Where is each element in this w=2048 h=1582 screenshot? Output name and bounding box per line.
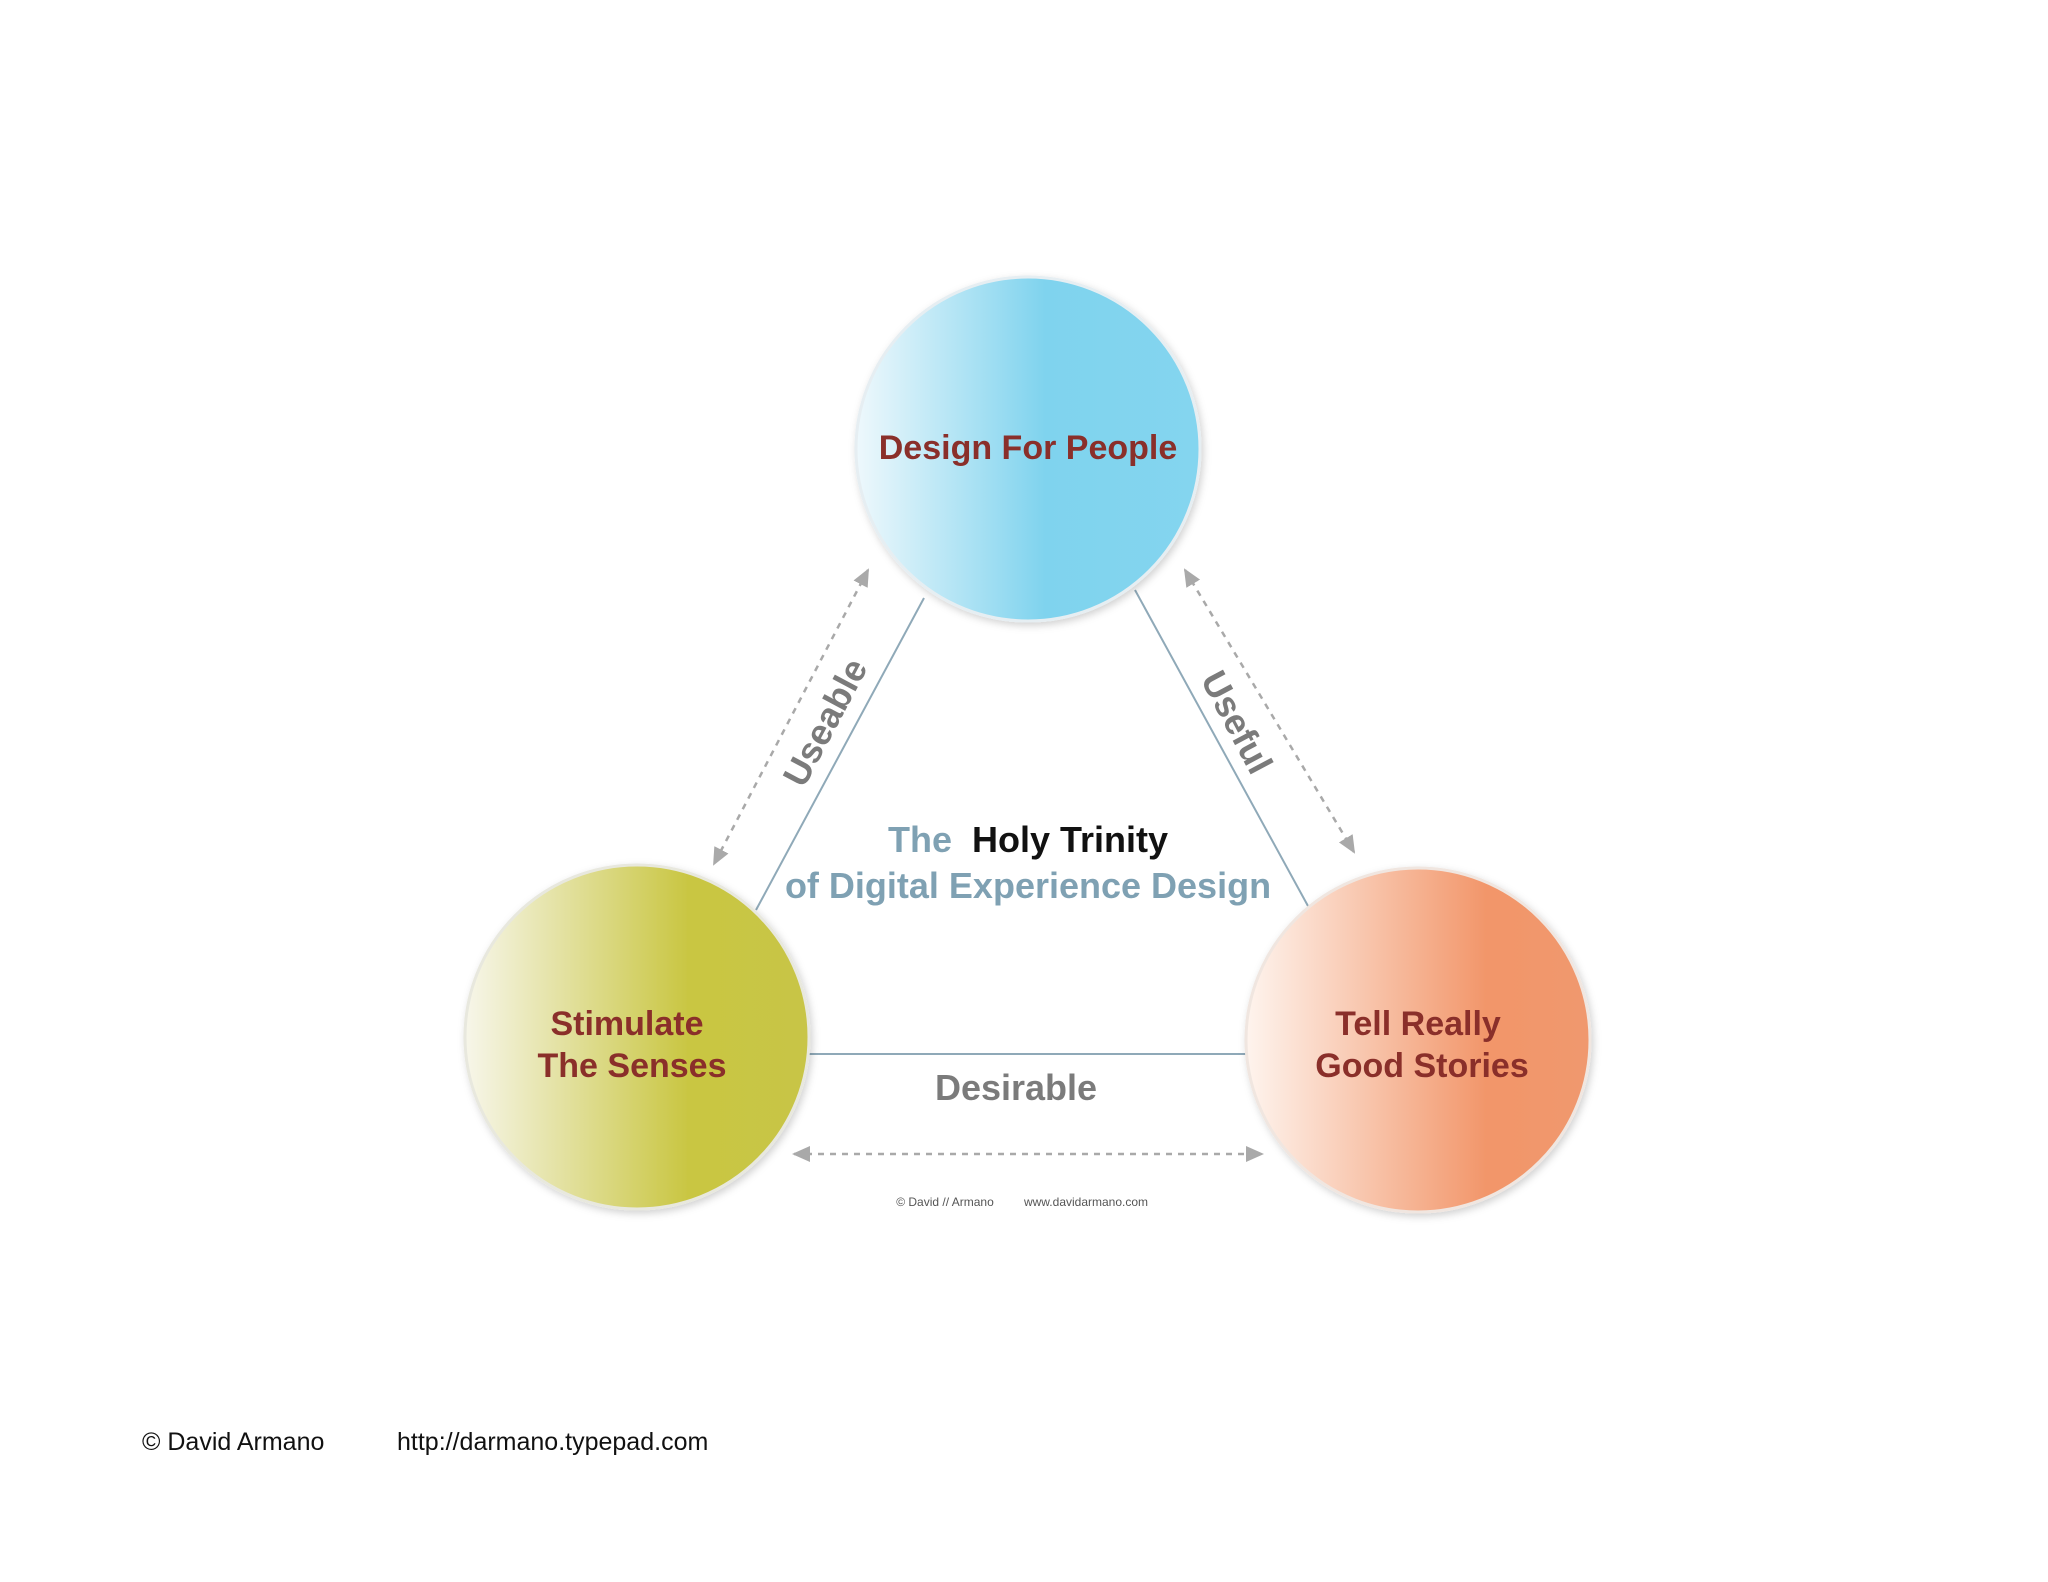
diagram-title-line2: of Digital Experience Design [785, 865, 1271, 906]
footer-url-link[interactable]: http://darmano.typepad.com [397, 1428, 709, 1456]
edge-label-desirable: Desirable [935, 1067, 1097, 1108]
node-people-circle [854, 275, 1202, 623]
footer-copyright: © David Armano [142, 1428, 325, 1456]
connector-left [755, 597, 925, 911]
node-senses-circle [463, 863, 811, 1211]
node-senses-label-line1: Stimulate [550, 1005, 703, 1043]
diagram-credit-site: www.davidarmano.com [1023, 1195, 1148, 1209]
diagram-title-line1: The Holy Trinity [888, 819, 1168, 860]
node-senses-label-line2: The Senses [538, 1047, 727, 1085]
diagram-credit-author: © David // Armano [896, 1195, 994, 1209]
node-stories-circle [1244, 866, 1592, 1214]
node-stories-label-line1: Tell Really [1335, 1005, 1501, 1043]
title-holy-trinity: Holy Trinity [972, 819, 1168, 860]
node-people-label: Design For People [879, 429, 1178, 467]
title-accent-the: The [888, 819, 952, 860]
node-stories-label-line2: Good Stories [1315, 1047, 1528, 1085]
arrow-left-dashed [712, 568, 870, 866]
